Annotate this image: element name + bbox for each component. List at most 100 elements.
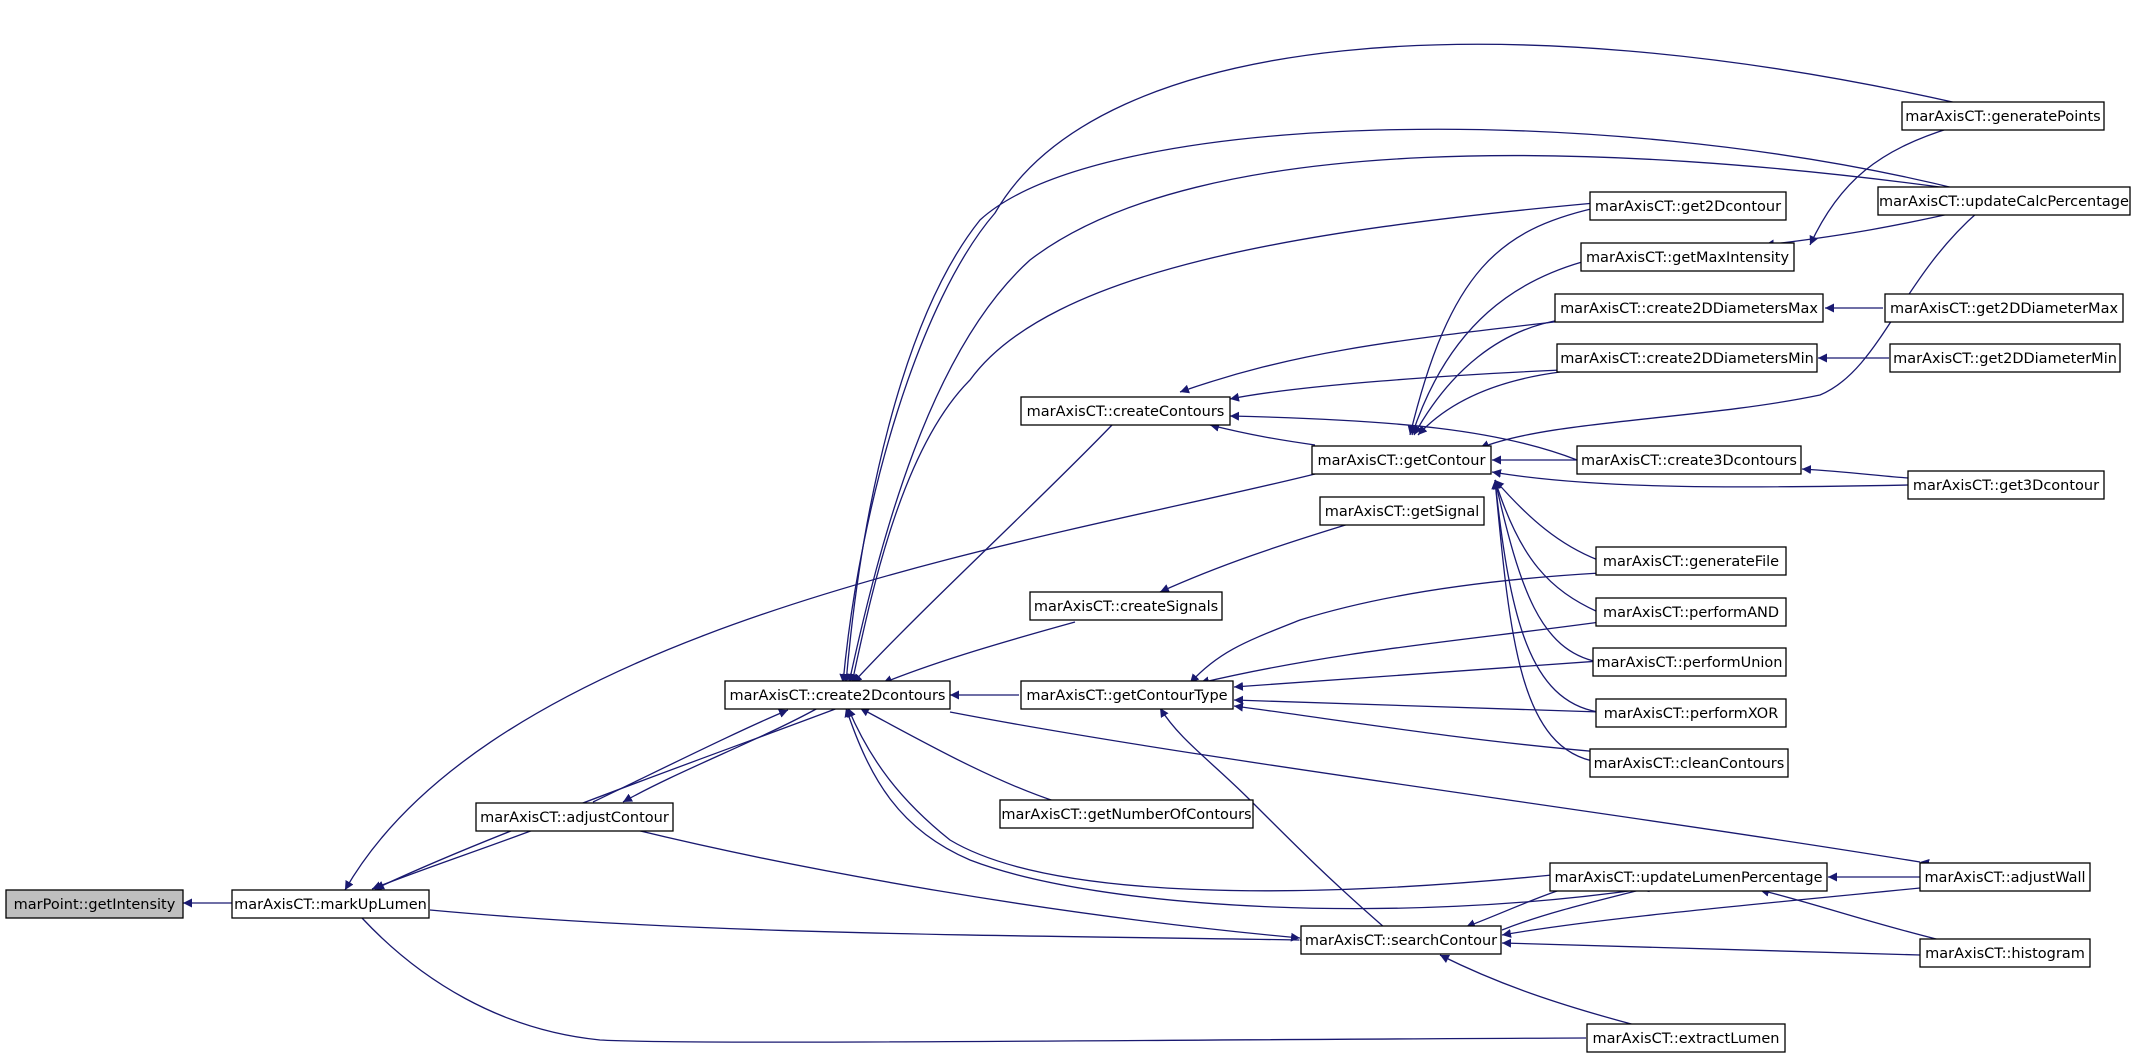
node-label: marAxisCT::performUnion — [1596, 655, 1782, 671]
node-getContour[interactable]: marAxisCT::getContour — [1311, 445, 1492, 475]
node-cleanContours[interactable]: marAxisCT::cleanContours — [1589, 748, 1789, 778]
node-label: marAxisCT::updateCalcPercentage — [1879, 194, 2129, 210]
node-label: marAxisCT::markUpLumen — [234, 897, 427, 913]
node-label: marAxisCT::adjustContour — [480, 810, 669, 826]
edge-getContour-markUpLumen — [344, 473, 1316, 891]
nodes: marPoint::getIntensity marAxisCT::markUp… — [5, 101, 2131, 1053]
edge-get3Dcontour-getContour — [1491, 469, 1909, 488]
node-getNumberOfContours[interactable]: marAxisCT::getNumberOfContours — [999, 799, 1254, 829]
edge-create2Dcontours-adjustContour — [622, 707, 819, 803]
edge-cleanContours-getContourType — [1233, 702, 1601, 753]
edge-adjustWall-searchContour — [1501, 887, 1921, 938]
edge-create2Dcontours-markUpLumen — [374, 707, 839, 890]
edge-create2DDiametersMin-getContour — [1417, 371, 1561, 436]
node-performXOR[interactable]: marAxisCT::performXOR — [1595, 698, 1787, 728]
node-label: marAxisCT::getContour — [1318, 453, 1486, 469]
edge-getContour-createContours — [1209, 422, 1316, 446]
edge-get3Dcontour-create3Dcontours — [1801, 465, 1909, 479]
node-updateCalcPercentage[interactable]: marAxisCT::updateCalcPercentage — [1877, 186, 2131, 216]
node-label: marAxisCT::getContourType — [1026, 688, 1227, 704]
edge-create2DDiametersMax-getContour — [1413, 319, 1561, 436]
node-label: marAxisCT::cleanContours — [1594, 756, 1785, 772]
node-searchContour[interactable]: marAxisCT::searchContour — [1300, 925, 1502, 955]
node-get2DDiameterMin[interactable]: marAxisCT::get2DDiameterMin — [1889, 343, 2121, 373]
node-getSignal[interactable]: marAxisCT::getSignal — [1319, 496, 1485, 526]
node-label: marAxisCT::generatePoints — [1905, 109, 2100, 125]
edge-adjustContour-create2Dcontours — [592, 709, 789, 803]
node-label: marAxisCT::create3Dcontours — [1581, 453, 1797, 469]
node-label: marPoint::getIntensity — [14, 897, 176, 913]
node-markUpLumen[interactable]: marAxisCT::markUpLumen — [231, 889, 430, 919]
node-updateLumenPercentage[interactable]: marAxisCT::updateLumenPercentage — [1549, 862, 1828, 892]
node-root[interactable]: marPoint::getIntensity — [5, 889, 184, 919]
node-histogram[interactable]: marAxisCT::histogram — [1919, 938, 2091, 968]
node-label: marAxisCT::updateLumenPercentage — [1554, 870, 1822, 886]
edge-create3Dcontours-createContours — [1229, 411, 1578, 461]
edge-updateLumenPercentage-create2Dcontours — [847, 707, 1553, 892]
node-generateFile[interactable]: marAxisCT::generateFile — [1595, 546, 1787, 576]
edge-extractLumen-markUpLumen — [361, 917, 1587, 1043]
node-get2Dcontour[interactable]: marAxisCT::get2Dcontour — [1589, 191, 1787, 221]
node-createContours[interactable]: marAxisCT::createContours — [1020, 396, 1231, 426]
edge-getSignal-createSignals — [1159, 522, 1353, 593]
node-label: marAxisCT::adjustWall — [1924, 870, 2085, 886]
node-label: marAxisCT::performXOR — [1604, 706, 1779, 722]
node-getContourType[interactable]: marAxisCT::getContourType — [1020, 680, 1234, 710]
edge-generatePoints-create2Dcontours — [839, 43, 1958, 684]
edge-performAND-getContour — [1493, 479, 1599, 613]
node-performAND[interactable]: marAxisCT::performAND — [1595, 597, 1787, 627]
edges — [183, 43, 1979, 1043]
node-create3Dcontours[interactable]: marAxisCT::create3Dcontours — [1576, 445, 1802, 475]
edge-createSignals-create2Dcontours — [882, 621, 1076, 684]
node-label: marAxisCT::createSignals — [1034, 599, 1218, 615]
node-createSignals[interactable]: marAxisCT::createSignals — [1029, 591, 1223, 621]
edge-updateCalcPercentage-create2Dcontours-b — [846, 154, 1963, 684]
edge-performXOR-getContourType — [1233, 695, 1601, 713]
node-label: marAxisCT::getMaxIntensity — [1586, 250, 1790, 266]
edge-getMaxIntensity-getContour — [1410, 261, 1583, 436]
node-extractLumen[interactable]: marAxisCT::extractLumen — [1586, 1023, 1786, 1053]
node-label: marAxisCT::get3Dcontour — [1913, 478, 2099, 494]
node-label: marAxisCT::get2DDiameterMin — [1893, 351, 2117, 367]
node-label: marAxisCT::create2Dcontours — [730, 688, 946, 704]
node-get3Dcontour[interactable]: marAxisCT::get3Dcontour — [1907, 470, 2105, 500]
edge-cleanContours-getContour — [1491, 479, 1599, 763]
edge-performUnion-getContour — [1492, 479, 1599, 663]
edge-extractLumen-searchContour — [1439, 954, 1636, 1026]
node-label: marAxisCT::create2DDiametersMax — [1560, 301, 1818, 317]
edge-updateCalcPercentage-getContour — [1479, 211, 1979, 449]
edge-updateLumenPercentage-searchContour — [1465, 889, 1561, 928]
edge-generateFile-getContourType — [1189, 572, 1601, 684]
node-adjustContour[interactable]: marAxisCT::adjustContour — [475, 802, 674, 832]
edge-histogram-updateLumenPercentage — [1759, 887, 1941, 941]
edge-get2Dcontour-create2Dcontours — [849, 202, 1596, 684]
node-get2DDiameterMax[interactable]: marAxisCT::get2DDiameterMax — [1884, 293, 2124, 323]
node-create2Dcontours[interactable]: marAxisCT::create2Dcontours — [724, 680, 951, 710]
edge-createContours-create2Dcontours — [852, 424, 1113, 684]
node-label: marAxisCT::performAND — [1603, 605, 1779, 621]
edge-adjustContour-markUpLumen — [371, 828, 537, 890]
node-getMaxIntensity[interactable]: marAxisCT::getMaxIntensity — [1580, 242, 1795, 272]
node-label: marAxisCT::histogram — [1925, 946, 2085, 962]
node-label: marAxisCT::searchContour — [1305, 933, 1497, 949]
edge-adjustContour-searchContour — [631, 828, 1301, 942]
node-label: marAxisCT::getNumberOfContours — [1001, 807, 1251, 823]
node-label: marAxisCT::get2DDiameterMax — [1890, 301, 2119, 317]
node-label: marAxisCT::extractLumen — [1593, 1031, 1780, 1047]
edge-getNumberOfContours-create2Dcontours — [859, 707, 1058, 803]
node-performUnion[interactable]: marAxisCT::performUnion — [1592, 647, 1787, 677]
node-label: marAxisCT::getSignal — [1325, 504, 1480, 520]
node-adjustWall[interactable]: marAxisCT::adjustWall — [1919, 862, 2091, 892]
node-generatePoints[interactable]: marAxisCT::generatePoints — [1901, 101, 2105, 131]
edge-performUnion-getContourType — [1233, 660, 1601, 691]
edge-create2DDiametersMax-createContours — [1179, 319, 1572, 394]
edge-histogram-searchContour — [1501, 938, 1921, 956]
edge-performXOR-getContour — [1491, 479, 1599, 713]
edge-searchContour-markUpLumen — [429, 909, 1309, 945]
node-create2DDiametersMax[interactable]: marAxisCT::create2DDiametersMax — [1554, 293, 1824, 323]
edge-get2Dcontour-getContour — [1407, 207, 1596, 436]
edge-updateLumenPercentage-searchContour-b — [1501, 883, 1650, 931]
edge-create2DDiametersMin-createContours — [1229, 369, 1562, 402]
edge-adjustWall-create2Dcontours — [949, 711, 1930, 868]
node-create2DDiametersMin[interactable]: marAxisCT::create2DDiametersMin — [1556, 343, 1818, 373]
